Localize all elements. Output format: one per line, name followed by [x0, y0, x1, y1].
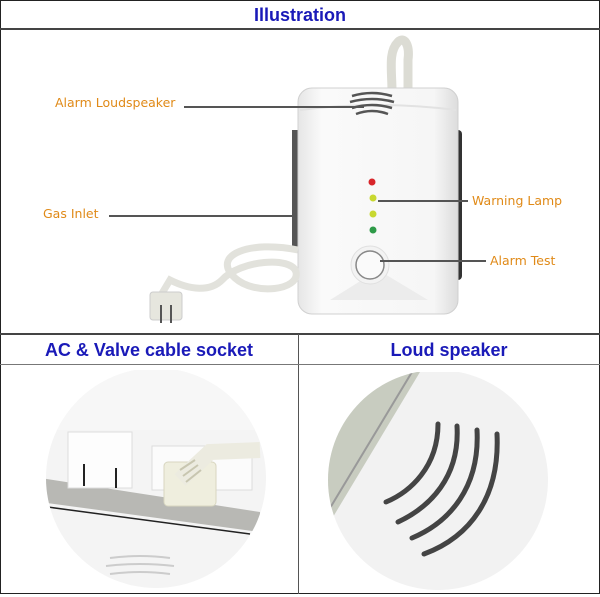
callout-alarm-loudspeaker: Alarm Loudspeaker — [55, 95, 176, 110]
led-yellow — [369, 194, 377, 202]
led-red — [368, 178, 376, 186]
callout-gas-inlet: Gas Inlet — [43, 206, 99, 221]
leader-line — [378, 200, 468, 202]
detail-title-socket: AC & Valve cable socket — [44, 340, 254, 360]
illustration-title: Illustration — [253, 5, 346, 25]
column-divider — [298, 334, 299, 594]
led-yellow — [369, 210, 377, 218]
gas-detector-illustration — [0, 30, 600, 332]
divider — [0, 28, 600, 30]
divider — [0, 333, 600, 335]
leader-line — [184, 106, 364, 108]
detail-title-speaker: Loud speaker — [390, 340, 508, 360]
divider — [0, 364, 600, 365]
speaker-closeup-image — [320, 370, 580, 592]
leader-line — [380, 260, 486, 262]
gas-detector-image — [149, 35, 462, 323]
socket-closeup-image — [40, 368, 298, 592]
leader-line — [109, 215, 297, 217]
led-green — [369, 226, 377, 234]
callout-alarm-test: Alarm Test — [490, 253, 556, 268]
callout-warning-lamp: Warning Lamp — [472, 193, 563, 208]
